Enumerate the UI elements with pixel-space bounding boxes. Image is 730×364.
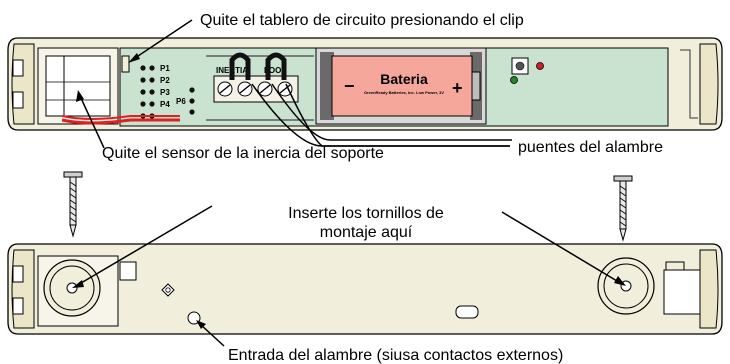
header-pin	[140, 77, 146, 83]
screws-label-line2: montaje aquí	[320, 224, 413, 241]
header-pin	[189, 109, 195, 115]
led-red	[536, 62, 544, 70]
board-clip	[121, 55, 130, 73]
callout-remove-board: Quite el tablero de circuito presionando…	[200, 12, 524, 29]
pin-label-p4: P4	[160, 100, 170, 109]
battery-minus-sign: −	[344, 76, 355, 96]
wire-jumpers	[229, 52, 287, 80]
battery-label: Bateria	[380, 71, 428, 87]
pin-labels: P1 P2 P3 P4 P6	[160, 64, 186, 109]
header-pin	[149, 77, 155, 83]
terminal-screw-slot	[219, 84, 231, 94]
header-pin	[149, 89, 155, 95]
header-pin	[140, 65, 146, 71]
sensor-wire	[61, 118, 180, 125]
header-pin	[140, 89, 146, 95]
header-pin	[140, 101, 146, 107]
screws-label-line1: Inserte los tornillos de	[288, 205, 444, 222]
terminal-label-loop: LOOP	[264, 66, 287, 75]
sensor-holder	[37, 47, 119, 125]
header-pin	[149, 101, 155, 107]
callout-remove-sensor: Quite el sensor de la inercia del soport…	[102, 145, 384, 162]
terminal-screw-slot	[239, 84, 251, 94]
header-pin	[149, 65, 155, 71]
pin-label-p1: P1	[160, 64, 170, 73]
screw-left	[63, 171, 83, 238]
terminal-screw-slot	[259, 84, 271, 94]
sensor-wire-2	[61, 115, 180, 120]
header-pin	[189, 87, 195, 93]
slot	[455, 305, 479, 319]
battery: Bateria GreenReady Batteries, Inc. Low P…	[331, 55, 481, 117]
wire-entry-label: Entrada del alambre (siusa contactos ext…	[228, 347, 563, 364]
battery-plus-sign: +	[452, 78, 463, 98]
callout-pointers	[76, 19, 512, 149]
battery-fine-print: GreenReady Batteries, Inc. Low Power, 3V	[364, 90, 444, 95]
screw-pointers	[72, 205, 626, 347]
pin-label-p2: P2	[160, 76, 170, 85]
header-pin	[189, 98, 195, 104]
pin-label-p3: P3	[160, 88, 170, 97]
terminal-screw-slot	[279, 84, 291, 94]
pin-header	[140, 65, 195, 119]
screw-right	[613, 175, 633, 242]
callout-wire-jumpers: puentes del alambre	[518, 139, 663, 156]
led-green	[510, 76, 518, 84]
pin-label-p6: P6	[176, 97, 186, 106]
